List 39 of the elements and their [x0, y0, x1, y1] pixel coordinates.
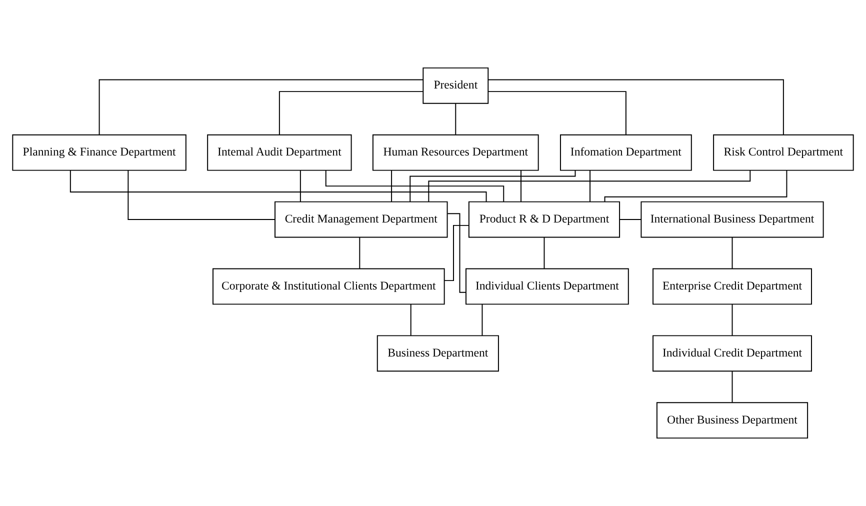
connector: [410, 170, 576, 202]
connector: [732, 370, 733, 403]
connector: [732, 236, 733, 269]
connector: [391, 170, 392, 202]
node-box: International Business Department: [640, 201, 824, 238]
node-box: Corporate & Institutional Clients Department: [212, 268, 445, 305]
connector: [70, 170, 487, 202]
connector: [278, 91, 424, 136]
connector: [488, 79, 784, 136]
connector: [359, 236, 360, 269]
node-box: Individual Clients Department: [465, 268, 629, 305]
connector: [520, 170, 522, 202]
connector: [325, 170, 504, 202]
connector: [604, 170, 788, 202]
node-box: Intemal Audit Department: [207, 134, 352, 171]
node-box: Planning & Finance Department: [12, 134, 186, 171]
connector: [428, 170, 751, 202]
node-box: Credit Management Department: [274, 201, 448, 238]
connector: [98, 79, 424, 136]
connector: [410, 304, 412, 336]
connector: [128, 170, 276, 220]
node-box: Enterprise Credit Department: [652, 268, 812, 305]
connector: [447, 213, 466, 293]
connector: [300, 170, 301, 202]
node-box: Product R & D Department: [468, 201, 620, 238]
node-box: Individual Credit Department: [652, 335, 812, 372]
connector: [544, 236, 545, 269]
node-box: Infomation Department: [560, 134, 692, 171]
connector: [482, 304, 483, 336]
connector: [619, 219, 642, 220]
connector: [488, 91, 626, 136]
node-box: Risk Control Department: [713, 134, 854, 171]
node-box: Other Business Department: [656, 402, 808, 439]
connector: [732, 304, 733, 336]
connector: [444, 224, 470, 282]
connector: [455, 103, 456, 136]
node-box: President: [422, 67, 489, 104]
node-box: Business Department: [376, 335, 499, 372]
node-box: Human Resources Department: [372, 134, 539, 171]
